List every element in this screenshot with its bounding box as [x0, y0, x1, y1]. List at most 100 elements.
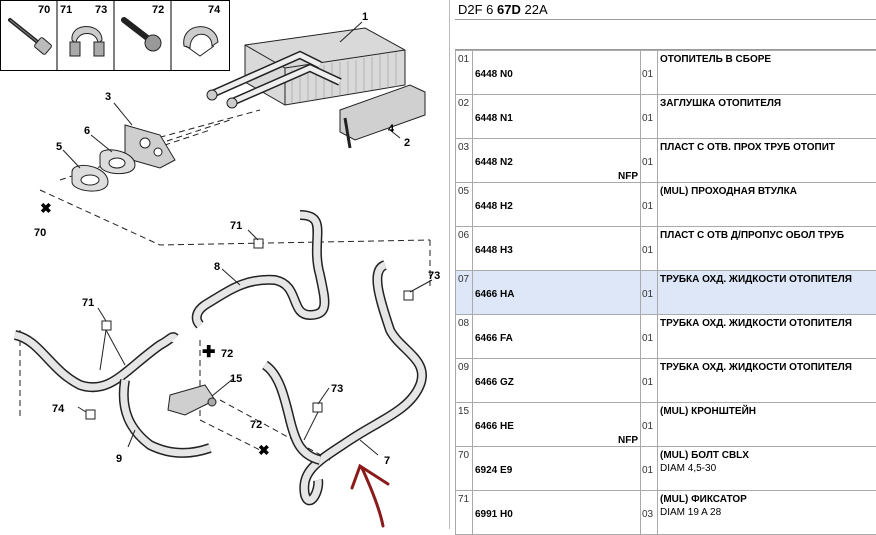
- part-description: (MUL) БОЛТ CBLX: [660, 450, 749, 461]
- callout-9: 9: [116, 453, 122, 465]
- row-index-cell: 05: [456, 183, 473, 227]
- row-index: 07: [458, 274, 469, 285]
- parts-header: D2F 6 67D 22A: [455, 0, 876, 20]
- callout-15: 15: [230, 373, 242, 385]
- part-reference[interactable]: 6448 H3: [475, 245, 513, 256]
- part-description: (MUL) КРОНШТЕЙН: [660, 406, 756, 417]
- svg-text:✖: ✖: [258, 442, 270, 458]
- part-description: ТРУБКА ОХД. ЖИДКОСТИ ОТОПИТЕЛЯ: [660, 274, 852, 285]
- row-ref-cell[interactable]: 6448 N1: [473, 95, 641, 139]
- part-quantity: 01: [642, 245, 653, 256]
- nfp-badge: NFP: [618, 171, 638, 182]
- part-reference[interactable]: 6466 HA: [475, 289, 514, 300]
- row-index-cell: 70: [456, 447, 473, 491]
- row-ref-cell[interactable]: 6991 H0: [473, 491, 641, 535]
- parts-row[interactable]: 09 6466 GZ 01 ТРУБКА ОХД. ЖИДКОСТИ ОТОПИТЕЛ…: [456, 359, 876, 403]
- part-reference[interactable]: 6924 E9: [475, 465, 512, 476]
- part-reference[interactable]: 6991 H0: [475, 509, 513, 520]
- row-index-cell: 71: [456, 491, 473, 535]
- parts-row[interactable]: 05 6448 H2 01(MUL) ПРОХОДНАЯ ВТУЛКА: [456, 183, 876, 227]
- row-ref-cell[interactable]: 6448 N2 NFP: [473, 139, 641, 183]
- row-index: 71: [458, 494, 469, 505]
- row-qty-cell: 01: [641, 271, 658, 315]
- row-index: 15: [458, 406, 469, 417]
- row-index-cell: 09: [456, 359, 473, 403]
- row-ref-cell[interactable]: 6466 HE NFP: [473, 403, 641, 447]
- part-reference[interactable]: 6466 GZ: [475, 377, 514, 388]
- vehicle-code-bold: 67D: [497, 2, 521, 17]
- row-qty-cell: 01: [641, 183, 658, 227]
- hose-7: [265, 265, 422, 500]
- row-desc-cell: ТРУБКА ОХД. ЖИДКОСТИ ОТОПИТЕЛЯ: [658, 359, 876, 403]
- assembly-guide-lines: [20, 110, 430, 460]
- nfp-badge: NFP: [618, 435, 638, 446]
- part-quantity: 01: [642, 421, 653, 432]
- part-quantity: 01: [642, 289, 653, 300]
- row-ref-cell[interactable]: 6466 HA: [473, 271, 641, 315]
- row-qty-cell: 01: [641, 403, 658, 447]
- part-description-detail: DIAM 19 A 28: [660, 507, 721, 518]
- parts-row[interactable]: 01 6448 N0 01 ОТОПИТЕЛЬ В СБОРЕ: [456, 51, 876, 95]
- part-quantity: 01: [642, 113, 653, 124]
- part-quantity: 01: [642, 377, 653, 388]
- part-reference[interactable]: 6448 N1: [475, 113, 513, 124]
- part-reference[interactable]: 6466 HE: [475, 421, 514, 432]
- thumb-label-72: 72: [152, 4, 164, 16]
- callout-4: 4: [388, 123, 395, 135]
- part-quantity: 01: [642, 69, 653, 80]
- callout-8: 8: [214, 261, 220, 273]
- fastener-markers: ✖ ✚ ✖: [40, 200, 270, 458]
- callout-73-top: 73: [428, 270, 440, 282]
- row-desc-cell: ПЛАСТ С ОТВ. ПРОХ ТРУБ ОТОПИТ: [658, 139, 876, 183]
- part-description-detail: DIAM 4,5-30: [660, 463, 716, 474]
- parts-diagram: 70 71 73 72 74: [0, 0, 448, 529]
- part-quantity: 01: [642, 333, 653, 344]
- row-qty-cell: 01: [641, 51, 658, 95]
- vehicle-code-suffix: 22A: [521, 2, 548, 17]
- row-index: 09: [458, 362, 469, 373]
- row-index: 03: [458, 142, 469, 153]
- part-reference[interactable]: 6448 N0: [475, 69, 513, 80]
- part-quantity: 03: [642, 509, 653, 520]
- callout-71-top: 71: [230, 220, 242, 232]
- parts-row[interactable]: 15 6466 HE NFP 01 (MUL) КРОНШТЕЙН: [456, 403, 876, 447]
- row-index: 01: [458, 54, 469, 65]
- row-ref-cell[interactable]: 6448 H3: [473, 227, 641, 271]
- row-ref-cell[interactable]: 6466 FA: [473, 315, 641, 359]
- parts-panel: D2F 6 67D 22A 01 6448 N0 01 ОТОПИТЕЛЬ В СБО…: [455, 0, 876, 529]
- row-qty-cell: 01: [641, 139, 658, 183]
- vehicle-code: D2F 6 67D 22A: [458, 2, 548, 17]
- part-reference[interactable]: 6448 H2: [475, 201, 513, 212]
- row-index-cell: 01: [456, 51, 473, 95]
- clip-markers: [86, 239, 413, 419]
- part-description: ТРУБКА ОХД. ЖИДКОСТИ ОТОПИТЕЛЯ: [660, 362, 852, 373]
- row-ref-cell[interactable]: 6466 GZ: [473, 359, 641, 403]
- callout-72-bottom: 72: [250, 419, 262, 431]
- row-ref-cell[interactable]: 6448 N0: [473, 51, 641, 95]
- callout-74: 74: [52, 403, 65, 415]
- row-qty-cell: 01: [641, 95, 658, 139]
- row-ref-cell[interactable]: 6924 E9: [473, 447, 641, 491]
- row-ref-cell[interactable]: 6448 H2: [473, 183, 641, 227]
- row-index: 08: [458, 318, 469, 329]
- part-description: (MUL) ПРОХОДНАЯ ВТУЛКА: [660, 186, 797, 197]
- part-reference[interactable]: 6466 FA: [475, 333, 513, 344]
- row-index: 05: [458, 186, 469, 197]
- row-index-cell: 06: [456, 227, 473, 271]
- heater-end-cap: [340, 85, 425, 148]
- row-index: 70: [458, 450, 469, 461]
- parts-row[interactable]: 07 6466 HA 01 ТРУБКА ОХД. ЖИДКОСТИ ОТОПИТЕЛ…: [456, 271, 876, 315]
- part-description: ОТОПИТЕЛЬ В СБОРЕ: [660, 54, 771, 65]
- row-index: 06: [458, 230, 469, 241]
- row-qty-cell: 01: [641, 315, 658, 359]
- callout-70: 70: [34, 227, 46, 239]
- row-desc-cell: ОТОПИТЕЛЬ В СБОРЕ: [658, 51, 876, 95]
- part-reference[interactable]: 6448 N2: [475, 157, 513, 168]
